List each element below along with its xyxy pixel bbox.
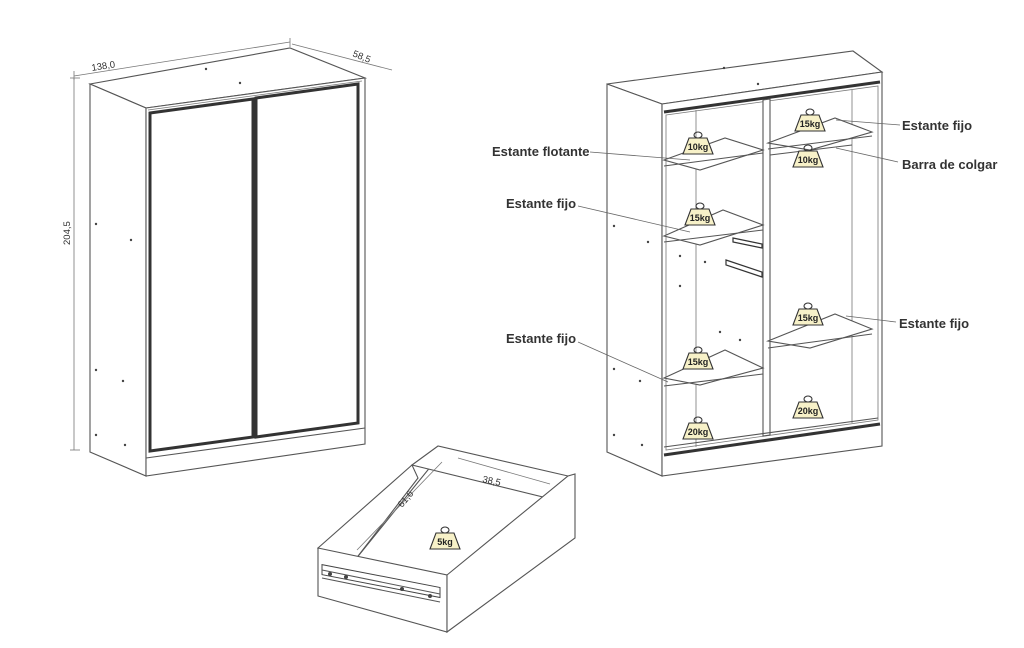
- weight-label: 20kg: [798, 406, 819, 416]
- weight-badge-left-low: 15kg: [682, 346, 714, 370]
- weight-badges: 10kg 15kg 15kg 20kg 15kg 10kg 15kg 20kg 5kg: [429, 108, 826, 550]
- callout-estante-fijo-left-1: Estante fijo: [506, 196, 576, 211]
- callout-estante-flotante: Estante flotante: [492, 144, 590, 159]
- open-wardrobe: [577, 50, 901, 477]
- weight-label: 15kg: [690, 213, 711, 223]
- drawer: 61,6 38,5: [316, 445, 576, 634]
- weight-badge-right-mid: 15kg: [792, 302, 824, 326]
- height-dimension: 204,5: [62, 221, 73, 245]
- closed-wardrobe: 138,0 58,5 204,5: [62, 38, 393, 477]
- callout-estante-fijo-right-2: Estante fijo: [899, 316, 969, 331]
- weight-label: 15kg: [798, 313, 819, 323]
- width-dimension: 138,0: [91, 59, 116, 74]
- weight-label: 10kg: [688, 142, 709, 152]
- depth-dimension: 58,5: [351, 49, 372, 66]
- weight-label: 15kg: [800, 119, 821, 129]
- weight-badge-left-top: 10kg: [682, 131, 714, 155]
- weight-label: 15kg: [688, 357, 709, 367]
- callout-estante-fijo-left-2: Estante fijo: [506, 331, 576, 346]
- weight-badge-drawer: 5kg: [429, 526, 461, 550]
- weight-badge-left-bottom: 20kg: [682, 416, 714, 440]
- weight-badge-right-bottom: 20kg: [792, 395, 824, 419]
- callout-estante-fijo-right-1: Estante fijo: [902, 118, 972, 133]
- weight-label: 20kg: [688, 427, 709, 437]
- weight-label: 10kg: [798, 155, 819, 165]
- weight-badge-hanging-bar: 10kg: [792, 144, 824, 168]
- drawer-width-dimension: 38,5: [481, 474, 501, 489]
- callout-barra-de-colgar: Barra de colgar: [902, 157, 997, 172]
- weight-badge-right-top: 15kg: [794, 108, 826, 132]
- weight-label: 5kg: [437, 537, 453, 547]
- weight-badge-left-mid: 15kg: [684, 202, 716, 226]
